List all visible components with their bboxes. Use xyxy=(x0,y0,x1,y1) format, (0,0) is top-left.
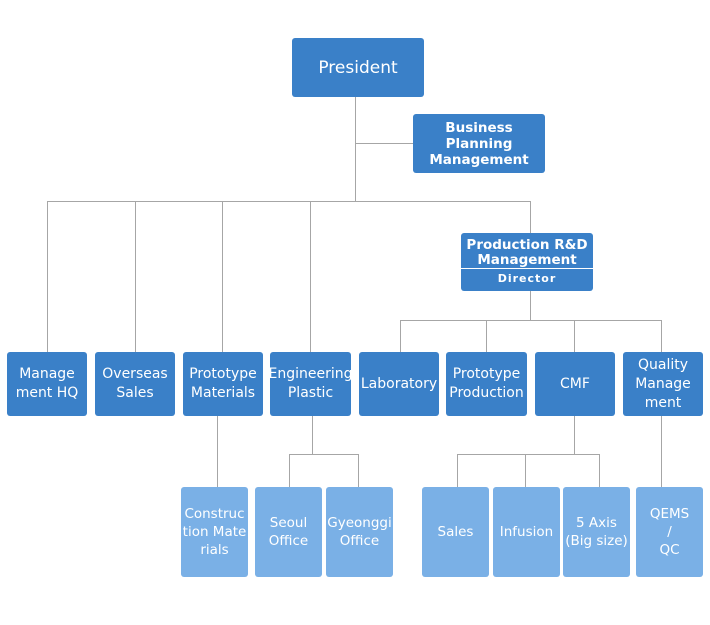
qems-qc-label: QEMS / QC xyxy=(649,506,690,558)
gyeonggi-office-box: Gyeonggi Office xyxy=(326,487,393,577)
production-rd-director: Director xyxy=(461,268,593,288)
qems-qc-box: QEMS / QC xyxy=(636,487,703,577)
five-axis-box: 5 Axis (Big size) xyxy=(563,487,630,577)
president-box: President xyxy=(292,38,424,97)
seoul-office-label: Seoul Office xyxy=(268,515,309,549)
laboratory-label: Laboratory xyxy=(360,375,438,392)
engineering-plastic-label: Engineering Plastic xyxy=(268,366,353,401)
infusion-box: Infusion xyxy=(493,487,560,577)
quality-management-box: Quality Manage ment xyxy=(623,352,703,416)
management-hq-label: Manage ment HQ xyxy=(15,366,79,401)
five-axis-label: 5 Axis (Big size) xyxy=(565,515,628,549)
business-planning-label: Business Planning Management xyxy=(429,119,529,168)
production-rd-box: Production R&D Management Director xyxy=(461,233,593,291)
construction-materials-box: Construc tion Mate rials xyxy=(181,487,248,577)
gyeonggi-office-label: Gyeonggi Office xyxy=(327,515,392,549)
management-hq-box: Manage ment HQ xyxy=(7,352,87,416)
quality-management-label: Quality Manage ment xyxy=(635,356,691,411)
construction-materials-label: Construc tion Mate rials xyxy=(182,506,247,558)
seoul-office-box: Seoul Office xyxy=(255,487,322,577)
prototype-materials-label: Prototype Materials xyxy=(189,366,257,401)
prototype-materials-box: Prototype Materials xyxy=(183,352,263,416)
president-label: President xyxy=(318,57,398,78)
overseas-sales-label: Overseas Sales xyxy=(102,366,168,401)
cmf-box: CMF xyxy=(535,352,615,416)
prototype-production-label: Prototype Production xyxy=(449,366,524,401)
laboratory-box: Laboratory xyxy=(359,352,439,416)
engineering-plastic-box: Engineering Plastic xyxy=(268,352,353,416)
cmf-label: CMF xyxy=(560,375,590,392)
business-planning-box: Business Planning Management xyxy=(413,114,545,173)
infusion-label: Infusion xyxy=(499,524,554,540)
sales-box: Sales xyxy=(422,487,489,577)
overseas-sales-box: Overseas Sales xyxy=(95,352,175,416)
sales-label: Sales xyxy=(437,524,474,540)
production-rd-label: Production R&D Management xyxy=(466,237,588,268)
prototype-production-box: Prototype Production xyxy=(446,352,527,416)
